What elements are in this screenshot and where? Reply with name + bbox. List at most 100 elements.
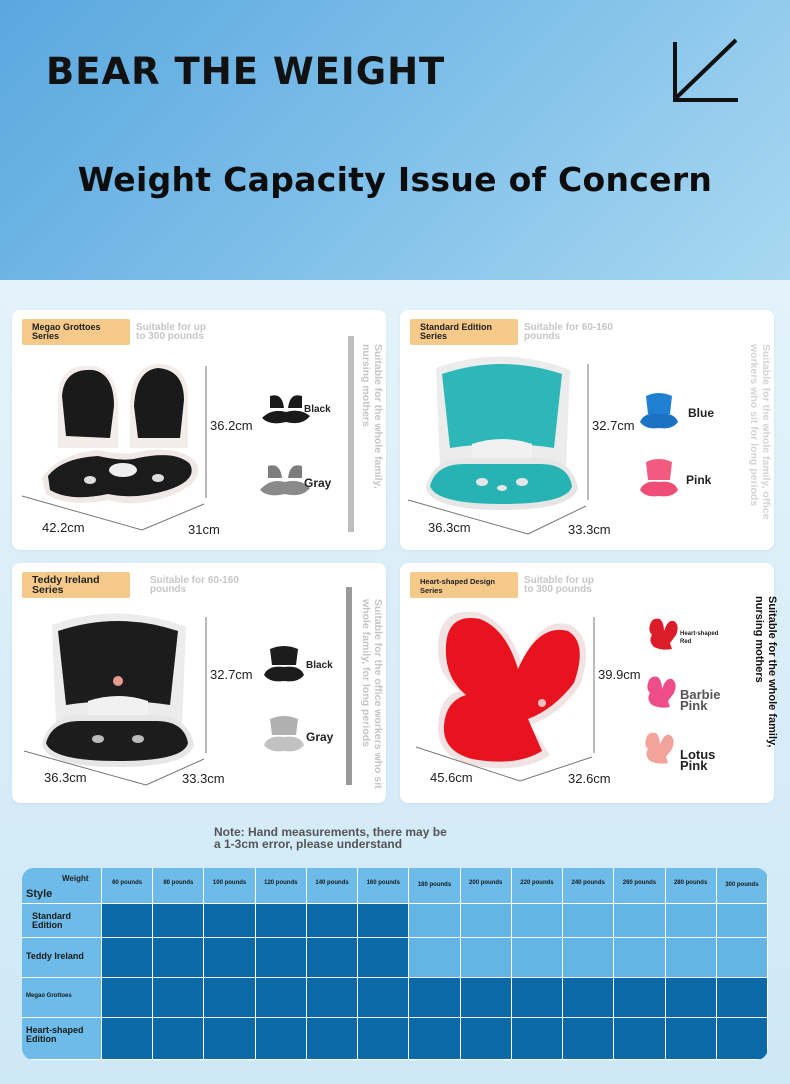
weight-header: 300 pounds	[716, 868, 768, 904]
capacity-cell	[204, 1018, 256, 1060]
capacity-cell	[102, 978, 154, 1018]
color-swatch-gray[interactable]	[264, 715, 304, 753]
style-row-label: Megao Grottoes	[22, 978, 102, 1018]
hero-banner: BEAR THE WEIGHT Weight Capacity Issue of…	[0, 0, 790, 280]
capacity-cell	[614, 1018, 666, 1060]
chair-image	[437, 611, 587, 769]
capacity-note: Suitable for 60-160 pounds	[150, 575, 239, 595]
color-swatch-red[interactable]	[648, 617, 680, 651]
capacity-cell	[358, 978, 410, 1018]
weight-header: 240 pounds	[563, 868, 615, 904]
capacity-cell	[306, 938, 359, 978]
capacity-cell	[511, 1018, 564, 1060]
depth-dimension: 32.6cm	[568, 771, 611, 786]
capacity-cell	[102, 938, 154, 978]
chair-image	[42, 364, 199, 504]
capacity-cell	[306, 904, 359, 938]
capacity-cell	[409, 904, 461, 938]
capacity-cell	[102, 1018, 154, 1060]
side-note-family: Suitable for the whole family, nursing m…	[753, 596, 778, 748]
side-bar	[346, 587, 352, 785]
weight-header: 120 pounds	[255, 868, 307, 904]
weight-header: 260 pounds	[614, 868, 666, 904]
height-dimension: 36.2cm	[210, 418, 253, 433]
capacity-note: Suitable for up to 300 pounds	[524, 575, 594, 595]
capacity-cell	[358, 938, 410, 978]
brand-title: BEAR THE WEIGHT	[46, 50, 446, 93]
weight-header: 100 pounds	[204, 868, 256, 904]
capacity-cell	[153, 904, 205, 938]
depth-dimension: 31cm	[188, 522, 220, 537]
capacity-cell	[665, 978, 717, 1018]
side-text: Suitable for the whole family, office wo…	[748, 344, 772, 520]
weight-header: 160 pounds	[358, 868, 410, 904]
capacity-cell	[204, 978, 256, 1018]
color-swatch-pink[interactable]	[640, 458, 678, 498]
capacity-cell	[716, 938, 768, 978]
corner-style-label: Style	[26, 888, 53, 900]
color-label-lotus-pink: Lotus Pink	[680, 747, 716, 773]
product-card-megao: Megao Grottoes Series Suitable for up to…	[12, 310, 386, 550]
capacity-cell	[665, 1018, 717, 1060]
color-label-gray: Gray	[304, 476, 332, 490]
product-card-heart: Heart-shaped Design Series Suitable for …	[400, 563, 774, 803]
height-dimension: 32.7cm	[210, 667, 253, 682]
weight-header: 140 pounds	[306, 868, 359, 904]
capacity-cell	[511, 978, 564, 1018]
measurement-note: Note: Hand measurements, there may be a …	[214, 825, 447, 851]
color-label-gray: Gray	[306, 730, 334, 744]
dimension-lines	[21, 366, 207, 531]
capacity-cell	[460, 1018, 512, 1060]
page-headline: Weight Capacity Issue of Concern	[77, 160, 713, 199]
capacity-cell	[665, 938, 717, 978]
capacity-cell	[716, 904, 768, 938]
capacity-cell	[460, 938, 512, 978]
weight-header: 80 pounds	[153, 868, 205, 904]
weight-header: 60 pounds	[102, 868, 154, 904]
color-swatch-gray[interactable]	[260, 462, 310, 498]
color-swatch-blue[interactable]	[640, 392, 678, 430]
color-swatch-lotus-pink[interactable]	[644, 731, 678, 767]
width-dimension: 36.3cm	[428, 520, 471, 535]
product-card-teddy: Teddy Ireland Series Suitable for 60-160…	[12, 563, 386, 803]
capacity-cell	[563, 978, 615, 1018]
color-label-blue: Blue	[688, 406, 715, 420]
dimension-lines	[415, 617, 595, 782]
color-swatch-barbie-pink[interactable]	[646, 675, 680, 711]
weight-header: 280 pounds	[665, 868, 717, 904]
capacity-cell	[460, 904, 512, 938]
capacity-cell	[306, 1018, 359, 1060]
side-text: Suitable for the office workers who sit …	[360, 599, 384, 789]
capacity-note: Suitable for 60-160 pounds	[524, 322, 613, 342]
capacity-cell	[153, 1018, 205, 1060]
height-dimension: 32.7cm	[592, 418, 635, 433]
table-corner: Weight Style	[22, 868, 102, 904]
capacity-cell	[614, 904, 666, 938]
capacity-cell	[716, 1018, 768, 1060]
capacity-cell	[102, 904, 154, 938]
series-tag: Teddy Ireland Series	[22, 572, 130, 598]
color-swatch-black[interactable]	[264, 645, 304, 683]
corner-weight-label: Weight	[62, 874, 89, 883]
weight-header: 180 pounds	[409, 868, 461, 904]
series-tag: Megao Grottoes Series	[22, 319, 130, 345]
width-dimension: 36.3cm	[44, 770, 87, 785]
style-row-label: Teddy Ireland	[22, 938, 102, 978]
color-label-black: Black	[304, 404, 331, 415]
capacity-cell	[153, 978, 205, 1018]
height-dimension: 39.9cm	[598, 667, 641, 682]
capacity-cell	[255, 978, 307, 1018]
side-text: Suitable for the whole family, nursing m…	[360, 344, 384, 489]
capacity-cell	[409, 938, 461, 978]
capacity-cell	[358, 1018, 410, 1060]
side-bar	[348, 336, 354, 532]
depth-dimension: 33.3cm	[182, 771, 225, 786]
dimension-lines	[407, 364, 589, 535]
style-row-label: Heart-shaped Edition	[22, 1018, 102, 1060]
depth-dimension: 33.3cm	[568, 522, 611, 537]
capacity-cell	[409, 1018, 461, 1060]
chair-image	[426, 356, 578, 510]
color-swatch-black[interactable]	[262, 392, 310, 426]
capacity-cell	[358, 904, 410, 938]
